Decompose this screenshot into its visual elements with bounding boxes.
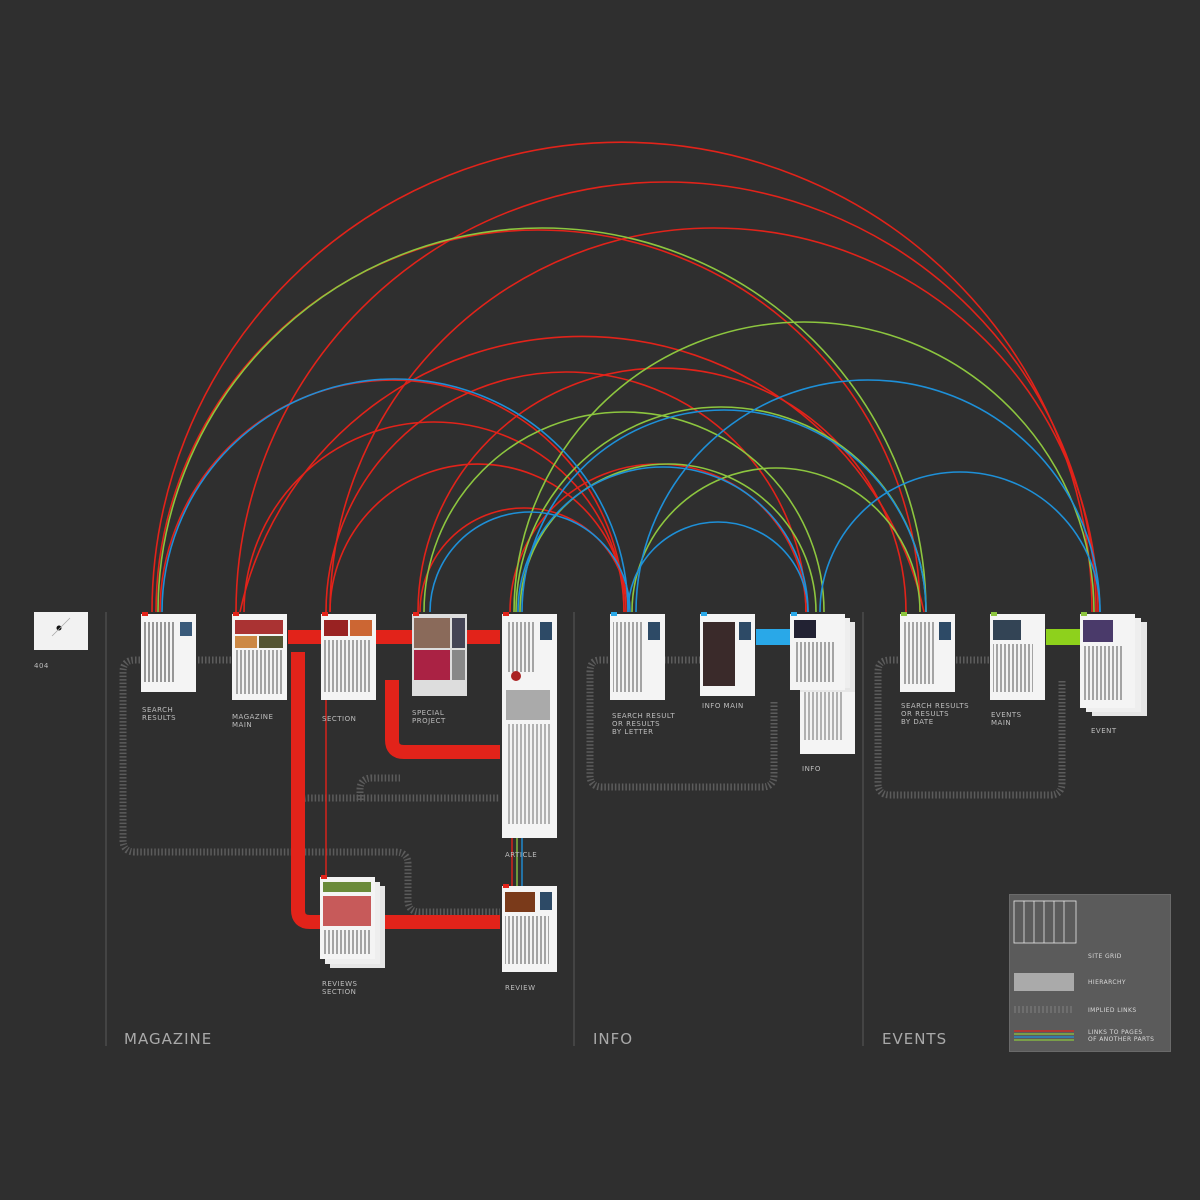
page-404 bbox=[34, 612, 88, 650]
legend-implied-label: IMPLIED LINKS bbox=[1088, 1007, 1137, 1014]
hierarchy-magazine-reviews-review bbox=[291, 652, 500, 929]
label-section: SECTION bbox=[322, 715, 357, 723]
page-magazine-main bbox=[232, 612, 287, 700]
page-search-by-date bbox=[900, 612, 955, 692]
page-info-main bbox=[700, 612, 755, 696]
label-search-by-date: SEARCH RESULTS OR RESULTS BY DATE bbox=[901, 702, 970, 726]
track-inner bbox=[356, 774, 400, 800]
hierarchy-links bbox=[288, 629, 1082, 929]
label-special-project: SPECIAL PROJECT bbox=[412, 709, 446, 725]
label-reviews-section: REVIEWS SECTION bbox=[322, 980, 358, 996]
legend-implied-swatch bbox=[1014, 1006, 1074, 1013]
hierarchy-section-article bbox=[385, 680, 500, 759]
label-info: INFO bbox=[802, 765, 821, 773]
label-info-main: INFO MAIN bbox=[702, 702, 744, 710]
legend-site-grid-label: SITE GRID bbox=[1088, 953, 1122, 960]
page-events-main bbox=[990, 612, 1045, 700]
label-events-main: EVENTS MAIN bbox=[991, 711, 1022, 727]
track-events bbox=[874, 656, 1066, 799]
cross-part-links bbox=[151, 141, 1101, 613]
page-article bbox=[502, 612, 557, 838]
section-title-events: EVENTS bbox=[882, 1030, 948, 1048]
legend-links-swatch bbox=[1014, 1030, 1074, 1041]
section-title-magazine: MAGAZINE bbox=[124, 1030, 213, 1048]
legend: SITE GRID HIERARCHY IMPLIED LINKS LINKS … bbox=[1009, 894, 1171, 1052]
page-event bbox=[1080, 612, 1147, 716]
section-title-info: INFO bbox=[593, 1030, 634, 1048]
page-search-results bbox=[141, 612, 196, 692]
track-info bbox=[586, 656, 778, 791]
legend-swatches bbox=[1013, 900, 1077, 1041]
page-search-by-letter bbox=[610, 612, 665, 700]
legend-site-grid-swatch bbox=[1013, 900, 1077, 944]
label-search-results: SEARCH RESULTS bbox=[142, 706, 177, 722]
page-info bbox=[790, 612, 855, 754]
legend-links-label: LINKS TO PAGES OF ANOTHER PARTS bbox=[1088, 1029, 1155, 1043]
label-review: REVIEW bbox=[505, 984, 536, 992]
label-event: EVENT bbox=[1091, 727, 1117, 735]
section-dividers bbox=[105, 612, 864, 1046]
page-review bbox=[502, 884, 557, 972]
page-thumbnails bbox=[34, 612, 1147, 972]
label-article: ARTICLE bbox=[505, 851, 538, 859]
label-404: 404 bbox=[34, 662, 49, 670]
page-reviews-section bbox=[320, 875, 385, 968]
legend-hierarchy-swatch bbox=[1014, 973, 1074, 991]
track-magazine-outer bbox=[119, 656, 500, 916]
page-special-project bbox=[412, 612, 467, 696]
label-magazine-main: MAGAZINE MAIN bbox=[232, 713, 274, 729]
label-search-by-letter: SEARCH RESULT OR RESULTS BY LETTER bbox=[612, 712, 676, 736]
legend-hierarchy-label: HIERARCHY bbox=[1088, 979, 1126, 986]
page-section bbox=[321, 612, 376, 700]
